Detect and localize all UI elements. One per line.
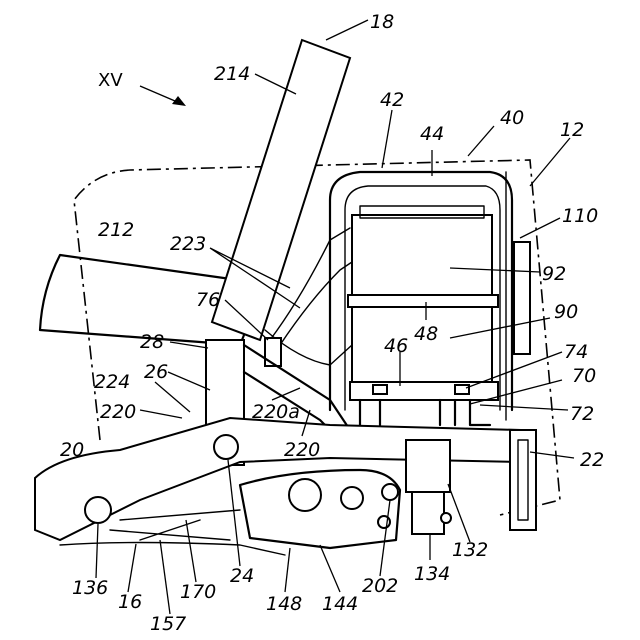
ref-157: 157	[150, 613, 186, 635]
leader-157	[160, 540, 170, 614]
ref-26: 26	[144, 361, 168, 383]
leader-26	[168, 372, 210, 390]
ref-220: 220	[100, 401, 136, 423]
washer-74	[455, 385, 469, 394]
leader-136	[96, 524, 98, 578]
pin-202	[382, 484, 398, 500]
ref-212: 212	[98, 219, 134, 241]
leader-110	[520, 218, 560, 238]
gear-144b	[341, 487, 363, 509]
leader-220	[140, 410, 182, 418]
box-92	[352, 215, 492, 295]
bracket-22	[510, 430, 536, 530]
ref-28: 28	[140, 331, 164, 353]
ref-90: 90	[554, 301, 578, 323]
ref-76: 76	[196, 289, 220, 311]
plate-110	[514, 242, 530, 354]
cylinder-132	[406, 440, 450, 492]
leader-18	[326, 20, 368, 40]
ref-42: 42	[380, 89, 404, 111]
mechanism-148	[240, 470, 400, 548]
leader-16	[128, 544, 136, 592]
ref-136: 136	[72, 577, 108, 599]
ref-40: 40	[500, 107, 524, 129]
ref-220-b: 220	[284, 439, 320, 461]
ref-170: 170	[180, 581, 216, 603]
hose-223a	[280, 262, 352, 345]
leader-24	[228, 460, 240, 566]
lower-frame-16	[60, 543, 285, 556]
rod-134	[412, 492, 444, 534]
ref-24: 24	[230, 565, 254, 587]
ref-202: 202	[362, 575, 398, 597]
washer-left	[373, 385, 387, 394]
ref-44: 44	[420, 123, 444, 145]
ref-70: 70	[572, 365, 596, 387]
leader-132	[448, 484, 470, 542]
ref-223: 223	[170, 233, 206, 255]
ref-214: 214	[214, 63, 250, 85]
ref-148: 148	[266, 593, 302, 615]
ref-22: 22	[580, 449, 604, 471]
bolt-134	[441, 513, 451, 523]
leader-224	[155, 382, 190, 412]
ref-132: 132	[452, 539, 488, 561]
leader-148	[285, 548, 290, 592]
ref-134: 134	[414, 563, 450, 585]
ref-20: 20	[60, 439, 84, 461]
ref-12: 12	[560, 119, 584, 141]
leader-144	[320, 545, 340, 592]
ref-74: 74	[564, 341, 588, 363]
ref-18: 18	[370, 11, 394, 33]
leader-12	[530, 138, 570, 186]
ref-72: 72	[570, 403, 594, 425]
ref-220a: 220a	[252, 401, 300, 423]
view-label-xv: XV	[98, 70, 123, 91]
strap-48	[348, 295, 498, 307]
leader-40	[468, 126, 494, 156]
ref-224: 224	[94, 371, 130, 393]
ref-16: 16	[118, 591, 142, 613]
ref-92: 92	[542, 263, 566, 285]
leader-72	[480, 405, 568, 410]
leader-42	[382, 110, 392, 168]
pivot-24	[214, 435, 238, 459]
pivot-136	[85, 497, 111, 523]
ref-48: 48	[414, 323, 438, 345]
ref-46: 46	[384, 335, 408, 357]
clamp-76	[265, 338, 281, 366]
leader-170	[186, 520, 196, 582]
struts-157	[110, 510, 240, 540]
gear-144	[289, 479, 321, 511]
leader-202	[380, 500, 390, 576]
ref-144: 144	[322, 593, 358, 615]
ref-110: 110	[562, 205, 598, 227]
